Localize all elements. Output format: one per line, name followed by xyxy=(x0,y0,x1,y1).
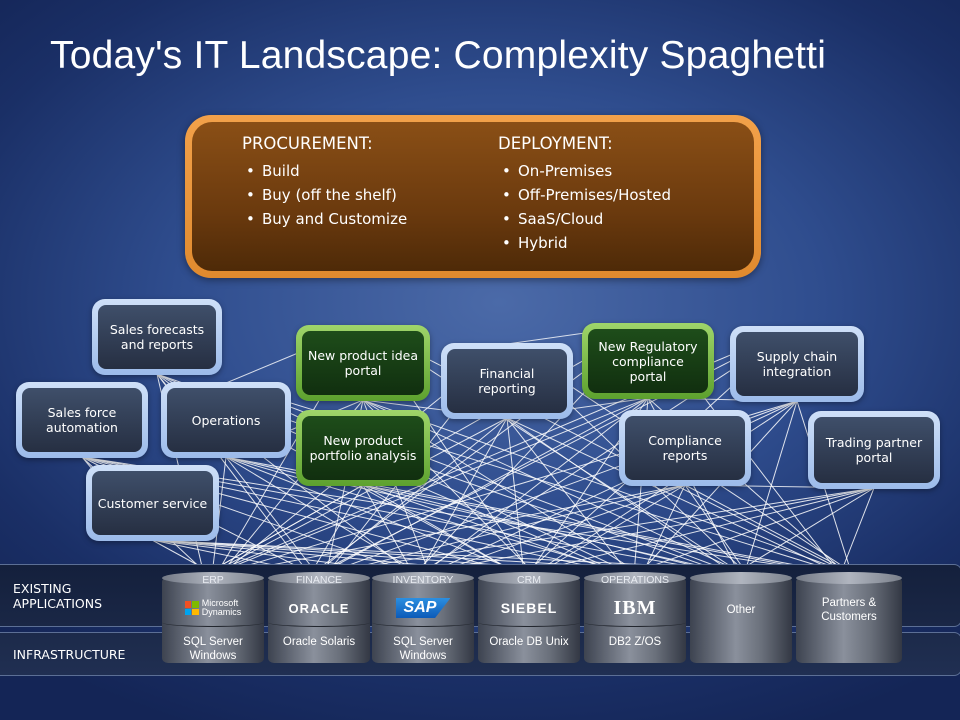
procurement-column: PROCUREMENT: Build Buy (off the shelf) B… xyxy=(242,134,407,231)
system-tag: ERP xyxy=(202,574,224,586)
system-tag: FINANCE xyxy=(295,574,343,586)
connection-line xyxy=(531,400,798,576)
procurement-item: Build xyxy=(242,159,407,183)
connection-line xyxy=(225,456,319,576)
procurement-item: Buy (off the shelf) xyxy=(242,183,407,207)
connection-line xyxy=(219,484,686,576)
procurement-item: Buy and Customize xyxy=(242,207,407,231)
connection-line xyxy=(535,484,686,576)
connection-line xyxy=(417,417,508,576)
connection-line xyxy=(506,417,737,576)
connection-line xyxy=(506,417,525,576)
box-customer-service[interactable]: Customer service xyxy=(86,465,219,541)
oracle-logo: ORACLE xyxy=(288,600,350,616)
connection-line xyxy=(506,417,845,576)
system-label: Other xyxy=(726,604,756,616)
connection-line xyxy=(313,326,798,576)
box-new-product-portfolio-analysis[interactable]: New product portfolio analysis xyxy=(296,410,430,486)
box-compliance-reports[interactable]: Compliance reports xyxy=(619,410,751,486)
deployment-item: Hybrid xyxy=(498,231,671,255)
deployment-heading: DEPLOYMENT: xyxy=(498,134,613,153)
sap-logo: SAP xyxy=(372,596,474,620)
connection-line xyxy=(211,456,227,576)
deployment-item: Off-Premises/Hosted xyxy=(498,183,671,207)
system-tag: CRM xyxy=(517,574,541,586)
connection-line xyxy=(684,484,749,576)
connection-line xyxy=(839,487,875,576)
connection-line xyxy=(309,484,364,576)
connection-line xyxy=(225,456,423,576)
system-infra: DB2 Z/OS xyxy=(608,636,662,648)
box-new-regulatory-compliance-portal[interactable]: New Regulatory compliance portal xyxy=(582,323,714,399)
box-sales-force-automation[interactable]: Sales force automation xyxy=(16,382,148,458)
siebel-logo: SIEBEL xyxy=(500,600,558,616)
deployment-item: On-Premises xyxy=(498,159,671,183)
system-crm[interactable]: CRM SIEBEL Oracle DB Unix xyxy=(478,572,580,668)
system-infra: SQL Server Windows xyxy=(183,636,243,662)
band-label-apps: EXISTING APPLICATIONS xyxy=(13,581,103,611)
connection-line xyxy=(519,487,875,576)
connection-line xyxy=(207,417,508,576)
box-new-product-idea-portal[interactable]: New product idea portal xyxy=(296,325,430,401)
system-label: Partners & Customers xyxy=(821,597,877,623)
deployment-column: DEPLOYMENT: On-Premises Off-Premises/Hos… xyxy=(498,134,671,255)
connection-line xyxy=(731,487,875,576)
system-partners-customers[interactable]: Partners & Customers xyxy=(796,572,902,668)
system-infra: Oracle Solaris xyxy=(282,636,356,648)
system-infra: SQL Server Windows xyxy=(393,636,453,662)
connection-line xyxy=(637,400,798,576)
box-financial-reporting[interactable]: Financial reporting xyxy=(441,343,573,419)
box-trading-partner-portal[interactable]: Trading partner portal xyxy=(808,411,940,489)
connection-line xyxy=(506,417,631,576)
system-infra: Oracle DB Unix xyxy=(489,636,569,648)
connection-line xyxy=(309,487,875,576)
connection-line xyxy=(421,397,649,576)
band-label-infra: INFRASTRUCTURE xyxy=(13,647,126,662)
connection-line xyxy=(641,484,686,576)
system-tag: OPERATIONS xyxy=(600,574,670,586)
system-operations[interactable]: OPERATIONS IBM DB2 Z/OS xyxy=(584,572,686,668)
system-tag: INVENTORY xyxy=(392,574,454,586)
system-other[interactable]: Other xyxy=(690,572,792,668)
connection-line xyxy=(429,484,686,576)
connection-line xyxy=(413,487,875,576)
procurement-heading: PROCUREMENT: xyxy=(242,134,373,153)
connection-line xyxy=(362,484,733,576)
procurement-deployment-panel: PROCUREMENT: Build Buy (off the shelf) B… xyxy=(185,115,761,278)
box-sales-forecasts[interactable]: Sales forecasts and reports xyxy=(92,299,222,375)
ibm-logo: IBM xyxy=(613,596,657,619)
box-supply-chain-integration[interactable]: Supply chain integration xyxy=(730,326,864,402)
connection-line xyxy=(625,487,875,576)
slide-title: Today's IT Landscape: Complexity Spaghet… xyxy=(50,34,827,77)
connection-line xyxy=(225,382,635,576)
system-inventory[interactable]: INVENTORY SAP SQL Server Windows xyxy=(372,572,474,668)
connection-line xyxy=(325,484,686,576)
deployment-item: SaaS/Cloud xyxy=(498,207,671,231)
box-operations[interactable]: Operations xyxy=(161,382,291,458)
system-finance[interactable]: FINANCE ORACLE Oracle Solaris xyxy=(268,572,370,668)
connection-line xyxy=(225,456,529,576)
connection-line xyxy=(684,484,857,576)
